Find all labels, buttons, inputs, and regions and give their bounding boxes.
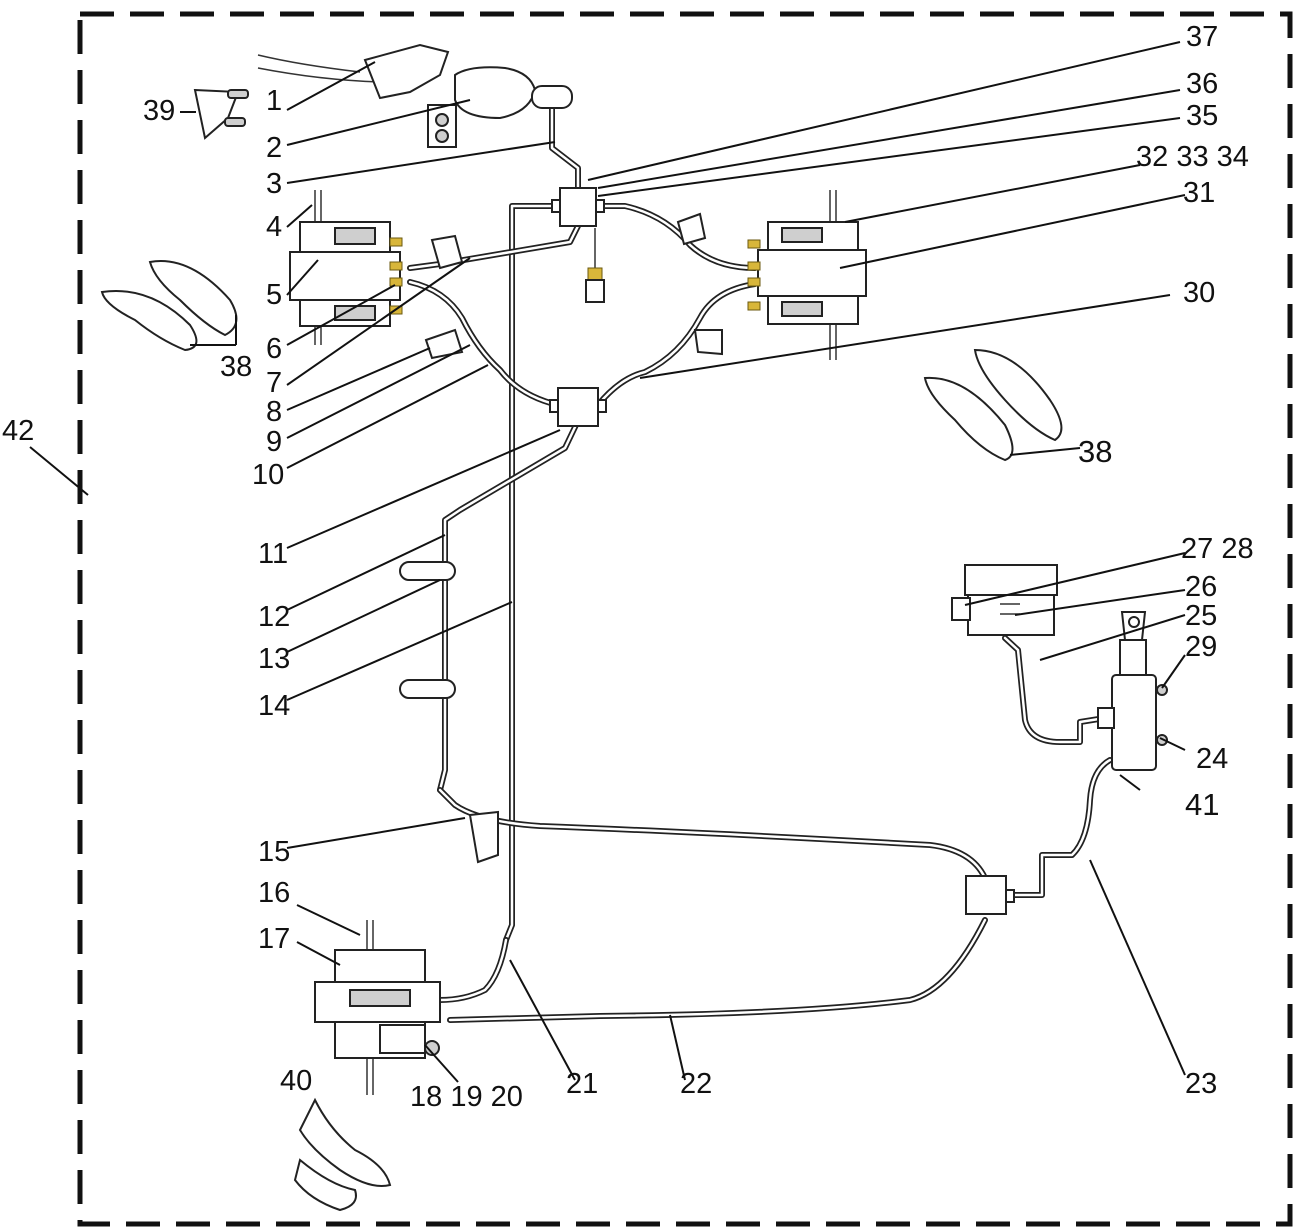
callout-18-19-20: 18 19 20 <box>410 1081 523 1113</box>
part-39-clip <box>193 88 249 140</box>
callout-40: 40 <box>280 1065 312 1097</box>
callout-38-right: 38 <box>1078 434 1112 469</box>
callout-37: 37 <box>1186 21 1218 53</box>
lower-junction-block <box>549 387 607 427</box>
callout-11: 11 <box>258 538 288 570</box>
callout-16: 16 <box>258 877 290 909</box>
leader-lines <box>29 41 1186 1083</box>
rear-master-cylinder <box>1097 611 1168 771</box>
callout-41: 41 <box>1185 787 1219 822</box>
callout-22: 22 <box>680 1068 712 1100</box>
front-brake-pads-right <box>923 348 1063 462</box>
dashed-border <box>77 11 1293 1227</box>
brake-lines <box>407 105 1113 1023</box>
callout-1: 1 <box>266 85 282 117</box>
line-clips <box>399 212 723 864</box>
callout-7: 7 <box>266 367 282 399</box>
callout-30: 30 <box>1183 277 1215 309</box>
right-front-caliper <box>747 190 867 360</box>
front-brake-pads-left <box>100 260 238 352</box>
callout-13: 13 <box>258 643 290 675</box>
callout-35: 35 <box>1186 100 1218 132</box>
callout-42: 42 <box>2 415 34 447</box>
callout-labels: 1 2 3 4 5 6 7 8 9 10 11 12 13 14 15 16 1… <box>2 21 1254 1113</box>
callout-14: 14 <box>258 690 290 722</box>
rear-caliper <box>314 920 441 1095</box>
rear-junction-block <box>965 875 1015 915</box>
callout-9: 9 <box>266 426 282 458</box>
callout-15: 15 <box>258 836 290 868</box>
front-master-cylinder <box>257 43 573 148</box>
callout-24: 24 <box>1196 743 1228 775</box>
callout-10: 10 <box>252 459 284 491</box>
callout-3: 3 <box>266 168 282 200</box>
callout-6: 6 <box>266 333 282 365</box>
callout-5: 5 <box>266 279 282 311</box>
callout-21: 21 <box>566 1068 598 1100</box>
upper-junction-block <box>551 187 605 303</box>
callout-36: 36 <box>1186 68 1218 100</box>
callout-32-33-34: 32 33 34 <box>1136 141 1249 173</box>
rear-reservoir <box>951 564 1058 636</box>
callout-12: 12 <box>258 601 290 633</box>
callout-23: 23 <box>1185 1068 1217 1100</box>
callout-25: 25 <box>1185 600 1217 632</box>
callout-2: 2 <box>266 132 282 164</box>
callout-17: 17 <box>258 923 290 955</box>
callout-38-left: 38 <box>220 351 252 383</box>
rear-brake-pads <box>293 1097 392 1212</box>
callout-8: 8 <box>266 396 282 428</box>
callout-4: 4 <box>266 211 282 243</box>
callout-27-28: 27 28 <box>1181 533 1254 565</box>
callout-26: 26 <box>1185 571 1217 603</box>
callout-39: 39 <box>143 95 175 127</box>
callout-29: 29 <box>1185 631 1217 663</box>
left-front-caliper <box>289 190 403 345</box>
callout-31: 31 <box>1183 177 1215 209</box>
